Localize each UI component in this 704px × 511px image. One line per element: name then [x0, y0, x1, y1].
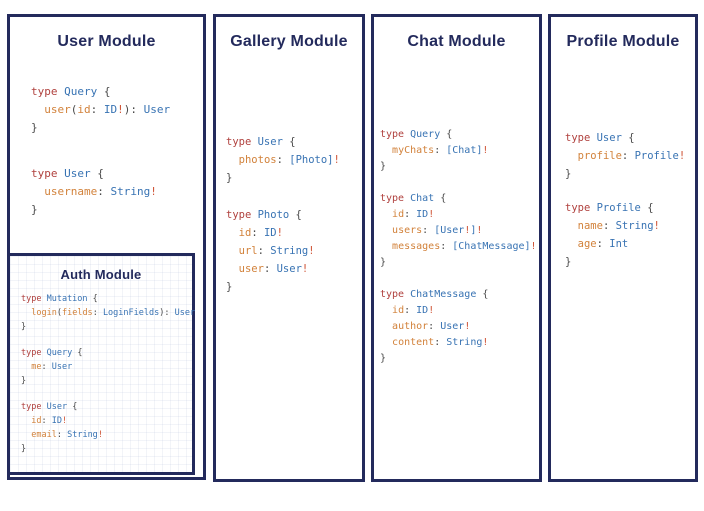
auth-module-panel: Auth Module type Mutation { login(fields… — [7, 253, 195, 475]
chat-module-code-query: type Query { myChats: [Chat]!} — [380, 129, 489, 172]
gallery-module-title: Gallery Module — [230, 33, 348, 50]
chat-module-code-chatmessage-type: type ChatMessage { id: ID! author: User!… — [380, 289, 489, 364]
auth-module-code-mutation: type Mutation { login(fields: LoginField… — [21, 294, 196, 332]
chat-module-code-chat-type: type Chat { id: ID! users: [User!]! mess… — [380, 193, 537, 268]
user-module-code-user-type: type User { username: String!} — [31, 167, 157, 216]
auth-module-code-user-type: type User { id: ID! email: String!} — [21, 402, 103, 454]
chat-module-title: Chat Module — [407, 33, 506, 50]
user-module-title: User Module — [57, 33, 156, 50]
gallery-module-code-photo-type: type Photo { id: ID! url: String! user: … — [226, 209, 315, 293]
gallery-module-code-user-type: type User { photos: [Photo]!} — [226, 136, 340, 184]
chat-module-panel: Chat Module type Query { myChats: [Chat]… — [371, 14, 542, 482]
profile-module-panel: Profile Module type User { profile: Prof… — [548, 14, 698, 482]
gallery-module-panel: Gallery Module type User { photos: [Phot… — [213, 14, 365, 482]
user-module-code-query: type Query { user(id: ID!): User} — [31, 85, 171, 134]
profile-module-code-user-type: type User { profile: Profile!} — [565, 132, 686, 180]
auth-module-code-query: type Query { me: User} — [21, 348, 83, 386]
profile-module-code-profile-type: type Profile { name: String! age: Int} — [565, 202, 660, 268]
auth-module-title: Auth Module — [60, 267, 142, 282]
profile-module-title: Profile Module — [566, 33, 680, 50]
